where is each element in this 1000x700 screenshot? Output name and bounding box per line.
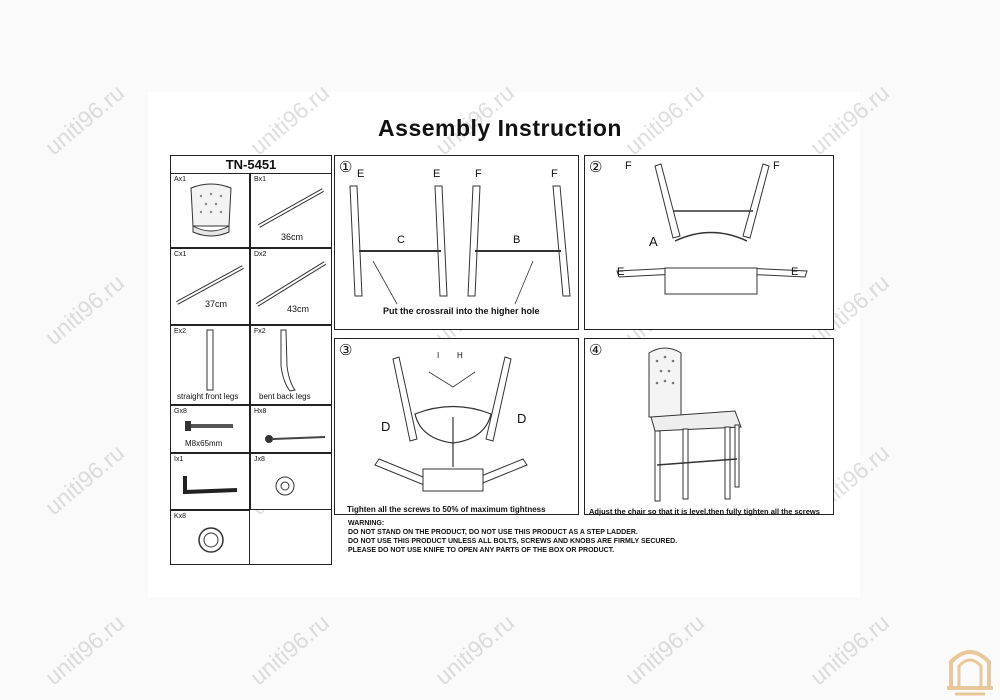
step-number: ③ bbox=[339, 342, 353, 359]
part-code: Hx8 bbox=[254, 408, 267, 415]
bolt-icon bbox=[185, 421, 233, 431]
step-4-panel: ④ Adjust the chair so that it is level,t… bbox=[584, 338, 834, 516]
crossrail-icon bbox=[255, 261, 327, 307]
spring-washer-icon bbox=[198, 527, 224, 553]
assembled-chair-illustration bbox=[648, 347, 742, 502]
part-a-cell: Ax1 bbox=[170, 173, 250, 248]
warning-heading: WARNING: bbox=[348, 520, 385, 527]
watermark: uniti96.ru bbox=[40, 269, 130, 350]
part-f-cell: Fx2 bent back legs bbox=[250, 325, 332, 405]
watermark: uniti96.ru bbox=[245, 609, 335, 690]
screw-icon bbox=[265, 435, 326, 443]
part-label: E bbox=[617, 266, 625, 278]
part-b-cell: Bx1 36cm bbox=[250, 173, 332, 248]
step-1-panel: ① E E F F C B Put the crossrail into the… bbox=[334, 155, 579, 330]
step-caption: Tighten all the screws to 50% of maximum… bbox=[347, 505, 546, 514]
part-label: I bbox=[437, 351, 440, 360]
part-j-cell: Jx8 bbox=[250, 453, 332, 510]
front-leg-icon bbox=[206, 329, 214, 391]
step-number: ① bbox=[339, 159, 353, 176]
chair-seat-icon bbox=[190, 183, 232, 237]
part-label: C bbox=[397, 234, 405, 246]
watermark: uniti96.ru bbox=[805, 609, 895, 690]
step-2-panel: ② F F A E E bbox=[584, 155, 834, 330]
part-i-cell: Ix1 bbox=[170, 453, 250, 510]
step-number: ④ bbox=[589, 342, 603, 359]
step-number: ② bbox=[589, 159, 603, 176]
part-label: E bbox=[357, 168, 365, 180]
part-code: Ix1 bbox=[174, 456, 184, 463]
washer-icon bbox=[275, 476, 295, 496]
back-leg-icon bbox=[280, 329, 296, 392]
watermark: uniti96.ru bbox=[40, 609, 130, 690]
warning-line: PLEASE DO NOT USE KNIFE TO OPEN ANY PART… bbox=[348, 547, 615, 554]
part-code: Ax1 bbox=[174, 176, 187, 183]
part-label: D bbox=[381, 419, 391, 434]
step-3-diagram bbox=[374, 356, 528, 492]
warning-line: DO NOT USE THIS PRODUCT UNLESS ALL BOLTS… bbox=[348, 538, 678, 545]
part-h-cell: Hx8 bbox=[250, 405, 332, 453]
part-caption: M8x65mm bbox=[185, 439, 223, 448]
step-caption: Adjust the chair so that it is level,the… bbox=[589, 507, 820, 516]
part-label: E bbox=[433, 168, 441, 180]
part-label: A bbox=[649, 234, 658, 249]
part-code: Kx8 bbox=[174, 513, 187, 520]
step-1-diagram bbox=[349, 185, 571, 305]
part-c-cell: Cx1 37cm bbox=[170, 248, 250, 325]
part-code: Fx2 bbox=[254, 328, 266, 335]
crossrail-icon bbox=[258, 188, 324, 228]
step-2-diagram bbox=[616, 163, 808, 295]
part-caption: 43cm bbox=[287, 304, 310, 314]
part-caption: bent back legs bbox=[259, 392, 311, 401]
part-code: Jx8 bbox=[254, 456, 265, 463]
step-3-panel: ③ I H D D Tighten all the screws to 50% … bbox=[334, 338, 579, 515]
part-code: Gx8 bbox=[174, 408, 187, 415]
watermark: uniti96.ru bbox=[620, 609, 710, 690]
step-caption: Put the crossrail into the higher hole bbox=[383, 306, 540, 316]
part-d-cell: Dx2 43cm bbox=[250, 248, 332, 325]
part-label: E bbox=[791, 266, 799, 278]
brand-logo-icon bbox=[947, 650, 993, 696]
warning-line: DO NOT STAND ON THE PRODUCT, DO NOT USE … bbox=[348, 529, 638, 536]
part-label: B bbox=[513, 234, 521, 246]
crossrail-icon bbox=[176, 265, 244, 305]
part-code: Dx2 bbox=[254, 251, 267, 258]
part-e-cell: Ex2 straight front legs bbox=[170, 325, 250, 405]
part-code: Ex2 bbox=[174, 328, 187, 335]
watermark: uniti96.ru bbox=[40, 439, 130, 520]
part-g-cell: Gx8 M8x65mm bbox=[170, 405, 250, 453]
part-label: F bbox=[773, 160, 780, 172]
part-label: F bbox=[625, 160, 632, 172]
watermark: uniti96.ru bbox=[430, 609, 520, 690]
part-label: D bbox=[517, 411, 527, 426]
warning-block: WARNING: DO NOT STAND ON THE PRODUCT, DO… bbox=[348, 519, 677, 555]
part-code: Cx1 bbox=[174, 251, 187, 258]
part-k-cell: Kx8 bbox=[170, 510, 250, 565]
part-label: F bbox=[475, 168, 482, 180]
part-code: Bx1 bbox=[254, 176, 267, 183]
page-title: Assembly Instruction bbox=[378, 115, 622, 141]
part-caption: straight front legs bbox=[177, 392, 239, 401]
allen-key-icon bbox=[183, 476, 238, 495]
part-caption: 37cm bbox=[205, 299, 228, 309]
part-label: H bbox=[457, 351, 463, 360]
part-caption: 36cm bbox=[281, 232, 304, 242]
part-label: F bbox=[551, 168, 558, 180]
